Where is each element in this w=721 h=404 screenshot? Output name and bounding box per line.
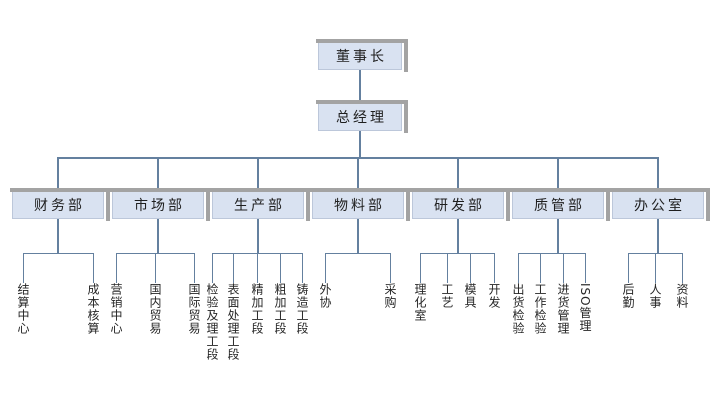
rail-rnd bbox=[420, 253, 495, 254]
sub-label-logistics: 后勤 bbox=[621, 283, 635, 309]
rail-materials bbox=[325, 253, 391, 254]
connector-child bbox=[494, 253, 495, 283]
sub-label-rough-machining-section: 粗加工段 bbox=[273, 283, 287, 335]
connector-drop-rnd bbox=[457, 158, 459, 191]
connector-child bbox=[628, 253, 629, 283]
connector-gm-mainline bbox=[359, 131, 361, 158]
connector-child bbox=[23, 253, 24, 283]
connector-child bbox=[390, 253, 391, 283]
sub-label-purchasing: 采购 bbox=[383, 283, 397, 309]
sub-label-iso-management: ISO管理 bbox=[578, 283, 592, 333]
connector-office-rail bbox=[657, 219, 659, 254]
connector-child bbox=[116, 253, 117, 283]
sub-label-domestic-trade: 国内贸易 bbox=[148, 283, 162, 335]
dept-box-market: 市场部 bbox=[110, 188, 210, 221]
sub-label-personnel: 人事 bbox=[648, 283, 662, 309]
dept-box-rnd: 研发部 bbox=[410, 188, 510, 221]
sub-label-settlement-center: 结算中心 bbox=[16, 283, 30, 335]
connector-child bbox=[93, 253, 94, 283]
connector-production-rail bbox=[257, 219, 259, 254]
sub-label-cost-accounting: 成本核算 bbox=[86, 283, 100, 335]
sub-label-marketing-center: 营销中心 bbox=[109, 283, 123, 335]
connector-child bbox=[540, 253, 541, 283]
sub-label-incoming-management: 进货管理 bbox=[556, 283, 570, 335]
dept-box-materials: 物料部 bbox=[310, 188, 410, 221]
connector-child bbox=[233, 253, 234, 283]
connector-child bbox=[325, 253, 326, 283]
connector-drop-market bbox=[157, 158, 159, 191]
connector-child bbox=[302, 253, 303, 283]
connector-quality-rail bbox=[557, 219, 559, 254]
connector-chairman-gm bbox=[359, 70, 361, 103]
rail-quality bbox=[518, 253, 586, 254]
sub-label-surface-treatment-section: 表面处理工段 bbox=[226, 283, 240, 361]
connector-child bbox=[257, 253, 258, 283]
general-manager-box: 总经理 bbox=[316, 100, 408, 133]
sub-label-mold: 模具 bbox=[463, 283, 477, 309]
connector-child bbox=[212, 253, 213, 283]
sub-label-outsourcing: 外协 bbox=[318, 283, 332, 309]
sub-label-inspection-handling-section: 检验及理工段 bbox=[205, 283, 219, 361]
sub-label-physicochemical-lab: 理化室 bbox=[413, 283, 427, 322]
sub-label-process: 工艺 bbox=[440, 283, 454, 309]
connector-child bbox=[420, 253, 421, 283]
connector-child bbox=[682, 253, 683, 283]
connector-finance-rail bbox=[57, 219, 59, 254]
sub-label-outgoing-inspection: 出货检验 bbox=[511, 283, 525, 335]
dept-box-finance: 财务部 bbox=[10, 188, 110, 221]
connector-child bbox=[585, 253, 586, 283]
rail-finance bbox=[23, 253, 94, 254]
sub-label-work-inspection: 工作检验 bbox=[533, 283, 547, 335]
sub-label-fine-machining-section: 精加工段 bbox=[250, 283, 264, 335]
connector-child bbox=[563, 253, 564, 283]
sub-label-development: 开发 bbox=[487, 283, 501, 309]
connector-drop-finance bbox=[57, 158, 59, 191]
connector-child bbox=[447, 253, 448, 283]
dept-box-production: 生产部 bbox=[210, 188, 310, 221]
connector-child bbox=[518, 253, 519, 283]
connector-drop-office bbox=[657, 158, 659, 191]
connector-child bbox=[470, 253, 471, 283]
sub-label-international-trade: 国际贸易 bbox=[187, 283, 201, 335]
connector-child bbox=[280, 253, 281, 283]
sub-label-casting-section: 铸造工段 bbox=[295, 283, 309, 335]
dept-box-quality: 质管部 bbox=[510, 188, 610, 221]
chairman-box: 董事长 bbox=[316, 39, 408, 72]
connector-materials-rail bbox=[357, 219, 359, 254]
connector-drop-production bbox=[257, 158, 259, 191]
connector-child bbox=[194, 253, 195, 283]
connector-drop-materials bbox=[357, 158, 359, 191]
connector-market-rail bbox=[157, 219, 159, 254]
connector-rnd-rail bbox=[457, 219, 459, 254]
connector-child bbox=[155, 253, 156, 283]
connector-child bbox=[655, 253, 656, 283]
sub-label-records: 资料 bbox=[675, 283, 689, 309]
dept-box-office: 办公室 bbox=[610, 188, 710, 221]
connector-drop-quality bbox=[557, 158, 559, 191]
